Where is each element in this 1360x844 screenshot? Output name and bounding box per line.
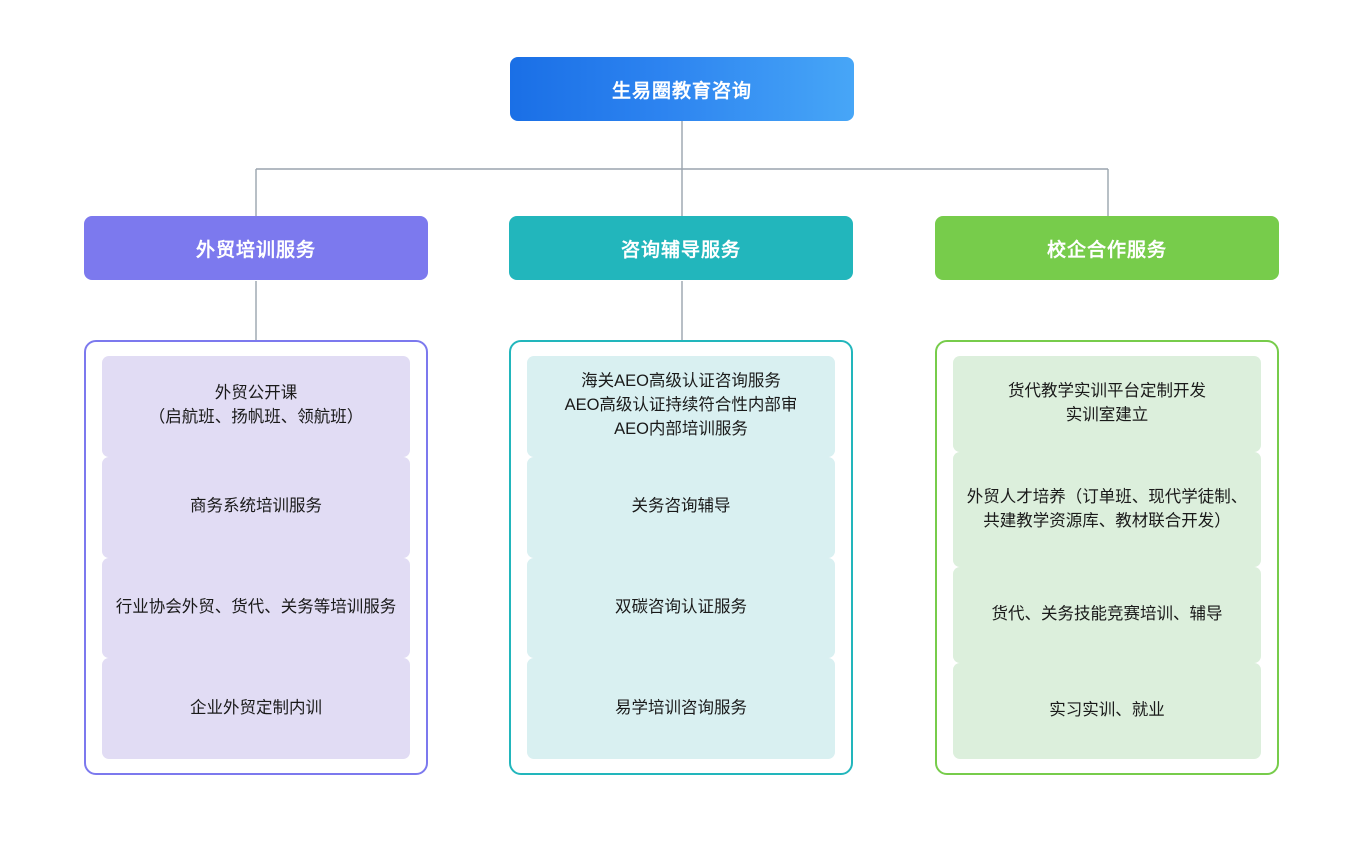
service-card[interactable]: 货代、关务技能竞赛培训、辅导 <box>953 567 1261 663</box>
service-card[interactable]: 外贸公开课 （启航班、扬帆班、领航班） <box>102 356 410 457</box>
branch-group-xiaoqi-hezuo: 货代教学实训平台定制开发 实训室建立 外贸人才培养（订单班、现代学徒制、共建教学… <box>935 340 1279 775</box>
service-card[interactable]: 实习实训、就业 <box>953 663 1261 759</box>
service-card[interactable]: 货代教学实训平台定制开发 实训室建立 <box>953 356 1261 452</box>
service-card[interactable]: 企业外贸定制内训 <box>102 658 410 759</box>
service-card[interactable]: 双碳咨询认证服务 <box>527 557 835 659</box>
service-card[interactable]: 商务系统培训服务 <box>102 456 410 558</box>
branch-column-xiaoqi-hezuo: 校企合作服务 货代教学实训平台定制开发 实训室建立 外贸人才培养（订单班、现代学… <box>935 216 1279 775</box>
service-card[interactable]: 易学培训咨询服务 <box>527 658 835 759</box>
branch-column-zixun-fudao: 咨询辅导服务 海关AEO高级认证咨询服务 AEO高级认证持续符合性内部审 AEO… <box>509 216 853 775</box>
branch-header-waimao-peixun[interactable]: 外贸培训服务 <box>84 216 428 280</box>
branch-header-zixun-fudao[interactable]: 咨询辅导服务 <box>509 216 853 280</box>
root-node[interactable]: 生易圈教育咨询 <box>510 57 854 121</box>
service-card[interactable]: 行业协会外贸、货代、关务等培训服务 <box>102 557 410 659</box>
service-card[interactable]: 关务咨询辅导 <box>527 456 835 558</box>
branch-group-waimao-peixun: 外贸公开课 （启航班、扬帆班、领航班） 商务系统培训服务 行业协会外贸、货代、关… <box>84 340 428 775</box>
service-card[interactable]: 外贸人才培养（订单班、现代学徒制、共建教学资源库、教材联合开发） <box>953 452 1261 567</box>
branch-column-waimao-peixun: 外贸培训服务 外贸公开课 （启航班、扬帆班、领航班） 商务系统培训服务 行业协会… <box>84 216 428 775</box>
service-card[interactable]: 海关AEO高级认证咨询服务 AEO高级认证持续符合性内部审 AEO内部培训服务 <box>527 356 835 457</box>
branch-group-zixun-fudao: 海关AEO高级认证咨询服务 AEO高级认证持续符合性内部审 AEO内部培训服务 … <box>509 340 853 775</box>
branch-header-xiaoqi-hezuo[interactable]: 校企合作服务 <box>935 216 1279 280</box>
